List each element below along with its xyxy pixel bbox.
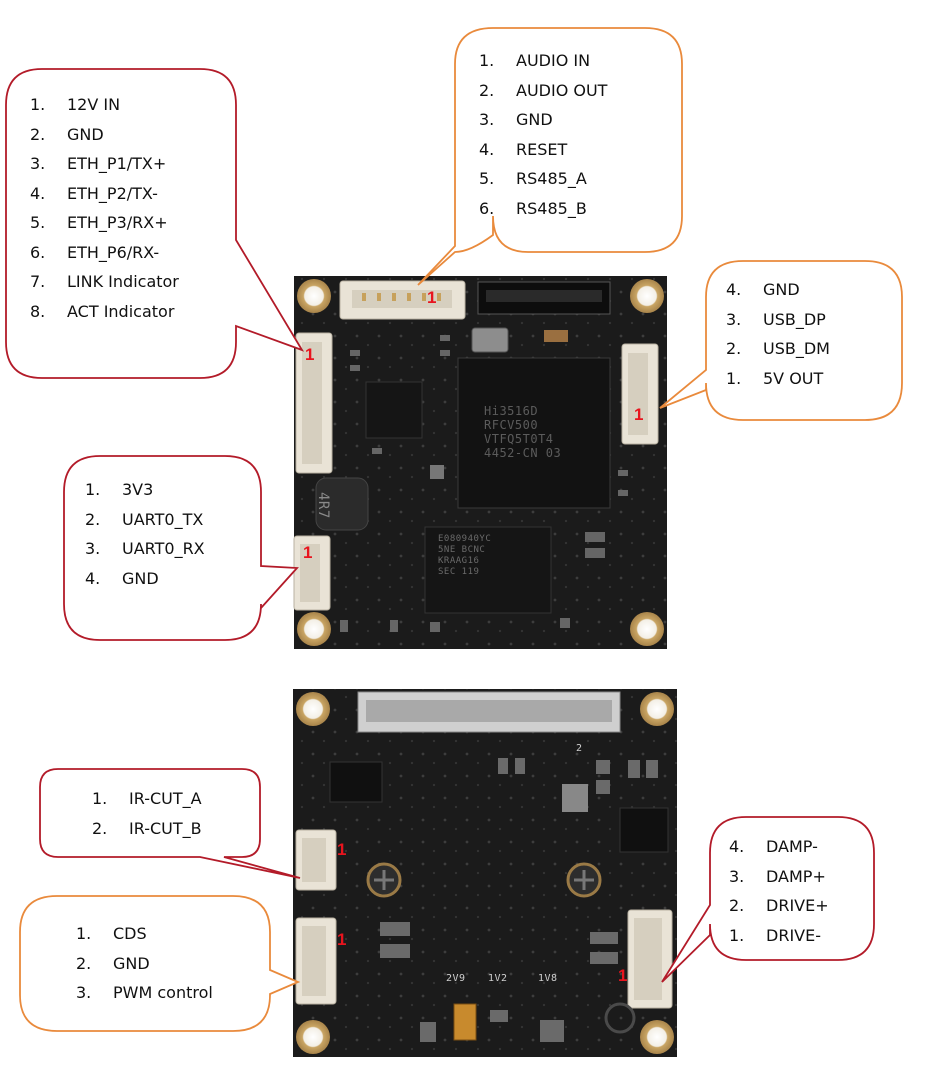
soc-chip xyxy=(457,357,611,509)
driver-chip xyxy=(329,761,383,803)
callout-uart-bubble xyxy=(63,455,299,641)
connector-uart xyxy=(293,535,331,611)
pin-row: 2.UART0_TX xyxy=(85,509,204,529)
pin-row: 3.USB_DP xyxy=(726,309,826,329)
pin-row: 3.DAMP+ xyxy=(729,866,826,886)
connector-usb xyxy=(621,343,659,445)
callout-usb: 4.GND 3.USB_DP 2.USB_DM 1.5V OUT xyxy=(726,275,830,393)
inductor-marking: 4R7 xyxy=(315,492,331,519)
callout-damp-drive-bubble xyxy=(661,816,875,983)
pin-row: 2.USB_DM xyxy=(726,339,830,359)
callout-audio-rs485: 1.AUDIO IN 2.AUDIO OUT 3.GND 4.RESET 5.R… xyxy=(479,46,607,223)
callout-main-power-eth-bubble xyxy=(5,68,305,379)
tantalum-capacitor xyxy=(453,1003,477,1041)
crystal xyxy=(471,327,509,353)
pin-row: 4.DAMP- xyxy=(729,837,818,857)
pin-row: 2.GND xyxy=(30,124,104,144)
mounting-hole xyxy=(630,612,664,646)
pin-row: 2.DRIVE+ xyxy=(729,896,829,916)
callout-ircut-bubble xyxy=(39,768,301,879)
mounting-hole xyxy=(640,692,674,726)
mounting-hole xyxy=(297,279,331,313)
pin1-marker-uart: 1 xyxy=(303,543,313,562)
top-board xyxy=(293,276,667,649)
connector-audio-rs485 xyxy=(339,280,466,320)
connector-cds xyxy=(295,917,337,1005)
pin-row: 5.RS485_A xyxy=(479,169,587,189)
mounting-hole xyxy=(297,612,331,646)
mounting-hole xyxy=(630,279,664,313)
pin-row: 6.ETH_P6/RX- xyxy=(30,242,160,262)
pin-row: 7.LINK Indicator xyxy=(30,272,179,292)
mounting-hole xyxy=(640,1020,674,1054)
bottom-board xyxy=(293,689,677,1057)
pin1-marker-audio: 1 xyxy=(427,288,437,307)
callout-usb-bubble xyxy=(659,260,903,421)
pin1-marker-usb: 1 xyxy=(634,405,644,424)
connector-ircut xyxy=(295,829,337,891)
pin-row: 2.AUDIO OUT xyxy=(479,80,608,100)
pin-row: 3.ETH_P1/TX+ xyxy=(30,154,167,174)
callout-damp-drive: 4.DAMP- 3.DAMP+ 2.DRIVE+ 1.DRIVE- xyxy=(729,832,829,950)
inductor xyxy=(315,477,369,531)
silkscreen-1v8: 1V8 xyxy=(538,973,558,984)
crystal-small xyxy=(544,330,568,342)
callout-cds: 1.CDS 2.GND 3.PWM control xyxy=(76,919,213,1008)
fiducial xyxy=(604,1002,636,1034)
mounting-hole xyxy=(296,692,330,726)
callout-cds-bubble xyxy=(19,895,301,1032)
pin1-marker-ircut: 1 xyxy=(337,840,347,859)
pin-row: 3.PWM control xyxy=(76,983,213,1003)
pin-row: 4.GND xyxy=(85,568,159,588)
pin-row: 1.IR-CUT_A xyxy=(92,789,202,809)
flash-marking: E080940YC 5NE BCNC KRAAG16 SEC 119 xyxy=(438,534,492,577)
pin-row: 3.GND xyxy=(479,110,553,130)
silkscreen-2: 2 xyxy=(576,743,583,754)
callout-ircut: 1.IR-CUT_A 2.IR-CUT_B xyxy=(92,784,202,843)
soc-marking: Hi3516D RFCV500 VTFQ5T0T4 4452-CN 03 xyxy=(484,404,562,460)
pin-row: 1.5V OUT xyxy=(726,368,824,388)
pin-row: 4.GND xyxy=(726,280,800,300)
pin-row: 1.AUDIO IN xyxy=(479,51,591,71)
pin1-marker-power-eth: 1 xyxy=(305,345,315,364)
connector-power-eth xyxy=(295,332,333,474)
pin-row: 3.UART0_RX xyxy=(85,539,205,559)
callout-main-power-eth: 1.12V IN 2.GND 3.ETH_P1/TX+ 4.ETH_P2/TX-… xyxy=(30,90,179,326)
pin-row: 2.GND xyxy=(76,953,150,973)
pin-row: 1.CDS xyxy=(76,924,147,944)
pin1-marker-cds: 1 xyxy=(337,930,347,949)
passive-components-bottom xyxy=(380,758,658,1042)
pin-row: 1.3V3 xyxy=(85,480,154,500)
pin-row: 5.ETH_P3/RX+ xyxy=(30,213,168,233)
pin-row: 6.RS485_B xyxy=(479,198,587,218)
connector-damp-drive xyxy=(627,909,673,1009)
phy-chip xyxy=(365,381,423,439)
pin-row: 8.ACT Indicator xyxy=(30,301,175,321)
flash-chip xyxy=(424,526,552,614)
pin-row: 1.12V IN xyxy=(30,95,121,115)
pin1-marker-damp-drive: 1 xyxy=(618,966,628,985)
pin-row: 4.ETH_P2/TX- xyxy=(30,183,158,203)
regulator xyxy=(562,784,588,812)
driver-chip xyxy=(619,807,669,853)
pin-row: 2.IR-CUT_B xyxy=(92,818,202,838)
callout-uart: 1.3V3 2.UART0_TX 3.UART0_RX 4.GND xyxy=(85,475,205,593)
callout-audio-rs485-bubble xyxy=(417,27,683,286)
pin-row: 4.RESET xyxy=(479,139,568,159)
mounting-hole xyxy=(296,1020,330,1054)
passive-components xyxy=(340,335,628,632)
pin-row: 1.DRIVE- xyxy=(729,925,821,945)
silkscreen-2v9: 2V9 xyxy=(446,973,466,984)
silkscreen-1v2: 1V2 xyxy=(488,973,508,984)
